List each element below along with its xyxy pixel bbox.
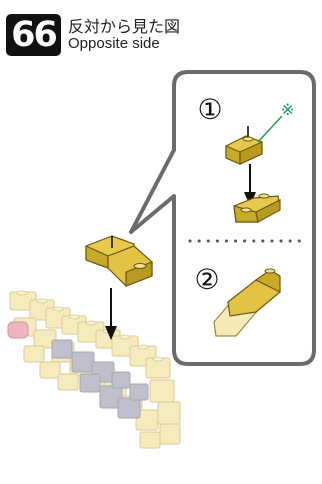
yellow-brick-main [85, 235, 153, 287]
step-number-badge: 66 [6, 14, 61, 56]
note-reference-mark: ※ [281, 100, 295, 119]
substep-2-label: ② [194, 263, 220, 296]
step-title-japanese: 反対から見た図 [68, 17, 181, 36]
yellow-brick-substep-1-result [233, 193, 281, 223]
model-pink-part [7, 321, 29, 339]
note-leader-line [257, 115, 283, 143]
substep-1-label: ① [197, 93, 223, 126]
placement-arrow-main [105, 288, 117, 340]
model-gray-bricks [51, 339, 149, 419]
partial-model [7, 290, 181, 449]
yellow-brick-substep-2 [213, 268, 281, 337]
step-title-english: Opposite side [68, 35, 160, 52]
yellow-brick-substep-1 [225, 126, 263, 165]
